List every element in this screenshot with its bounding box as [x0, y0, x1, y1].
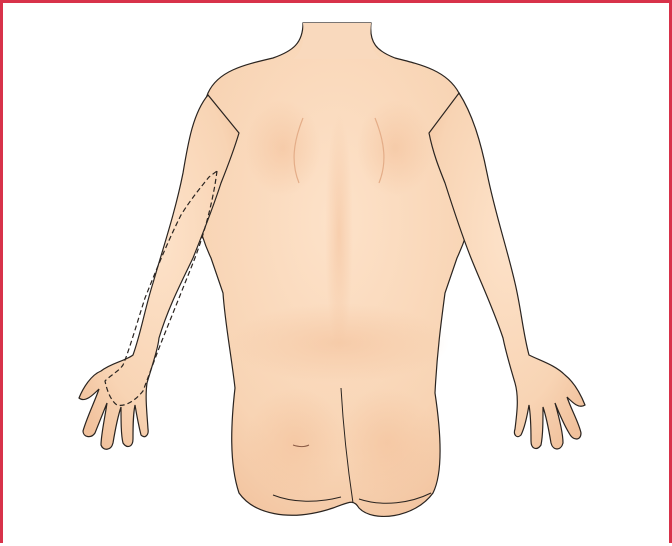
left-buttock-shade — [245, 388, 345, 498]
lower-back-shade — [229, 303, 449, 383]
right-buttock-shade — [337, 388, 437, 498]
neck — [293, 23, 381, 59]
left-arm — [79, 95, 239, 449]
left-scapula-shade — [245, 100, 321, 196]
posterior-body-illustration — [3, 3, 672, 546]
right-scapula-shade — [357, 100, 433, 196]
